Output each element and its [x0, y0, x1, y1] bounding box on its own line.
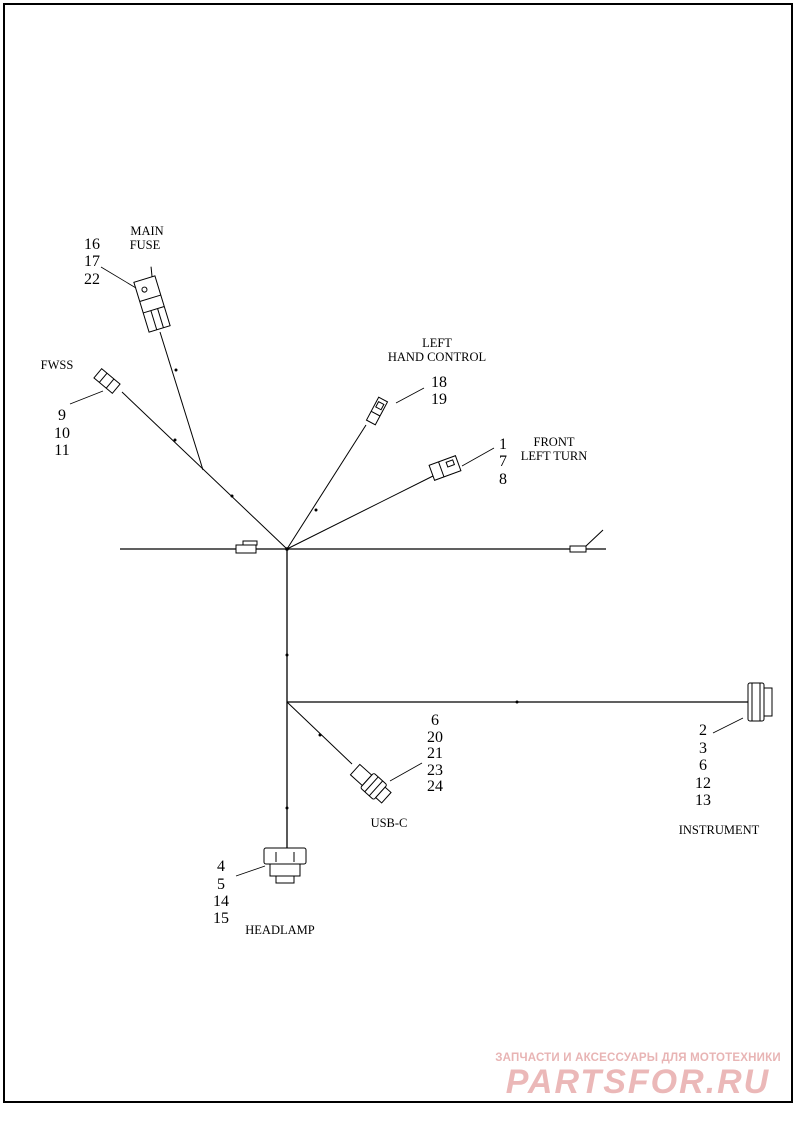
instrument-callout-6: 6	[699, 757, 707, 774]
usb-c-callout-20: 20	[427, 729, 443, 746]
fwss-callout-9: 9	[58, 407, 66, 424]
main-trunk	[120, 529, 606, 554]
fwss-callout-11: 11	[54, 442, 69, 459]
watermark-tagline: ЗАПЧАСТИ И АКСЕССУАРЫ ДЛЯ МОТОТЕХНИКИ	[495, 1052, 781, 1064]
branch-wires	[121, 331, 748, 848]
usb-c-callout-23: 23	[427, 762, 443, 779]
headlamp-callout-4: 4	[217, 858, 225, 875]
left-hand-control-label-line1: LEFT	[422, 336, 452, 350]
left-hand-control-callout-18: 18	[431, 374, 447, 391]
left-hand-control-label-line2: HAND CONTROL	[388, 350, 486, 364]
headlamp-connector	[263, 847, 307, 884]
front-left-turn-callout-8: 8	[499, 471, 507, 488]
front-left-turn-connector	[428, 455, 462, 481]
headlamp-callout-5: 5	[217, 876, 225, 893]
instrument-callout-2: 2	[699, 722, 707, 739]
instrument-label: INSTRUMENT	[679, 823, 760, 837]
front-left-turn-label-line1: FRONT	[534, 435, 575, 449]
front-left-turn-label-line2: LEFT TURN	[521, 449, 588, 463]
left-hand-control-connector	[365, 396, 389, 426]
front-left-turn-callout-7: 7	[499, 453, 507, 470]
front-left-turn-callout-1: 1	[499, 436, 507, 453]
usb-c-callout-21: 21	[427, 745, 443, 762]
watermark: ЗАПЧАСТИ И АКСЕССУАРЫ ДЛЯ МОТОТЕХНИКИ PA…	[488, 1052, 788, 1100]
main-fuse-label-line1: MAIN	[130, 224, 163, 238]
left-hand-control-callout-19: 19	[431, 391, 447, 408]
main-fuse-callout-22: 22	[84, 271, 100, 288]
instrument-callout-13: 13	[695, 792, 711, 809]
main-fuse-callout-17: 17	[84, 253, 100, 270]
fwss-connector	[93, 367, 121, 395]
main-fuse-label-line2: FUSE	[130, 238, 161, 252]
usb-c-callout-6: 6	[431, 712, 439, 729]
watermark-logo: PARTSFOR.RU	[505, 1063, 771, 1101]
main-fuse-callout-16: 16	[84, 236, 100, 253]
fwss-callout-10: 10	[54, 425, 70, 442]
drawing-border	[3, 3, 793, 1103]
instrument-callout-3: 3	[699, 740, 707, 757]
main-fuse-connector	[133, 266, 171, 333]
fwss-label: FWSS	[41, 358, 74, 372]
headlamp-callout-15: 15	[213, 910, 229, 927]
headlamp-callout-14: 14	[213, 893, 229, 910]
usb-c-connector	[349, 763, 392, 804]
usb-c-callout-24: 24	[427, 778, 443, 795]
instrument-connector	[747, 682, 773, 722]
headlamp-label: HEADLAMP	[245, 923, 314, 937]
usb-c-label: USB-C	[371, 816, 408, 830]
instrument-callout-12: 12	[695, 775, 711, 792]
